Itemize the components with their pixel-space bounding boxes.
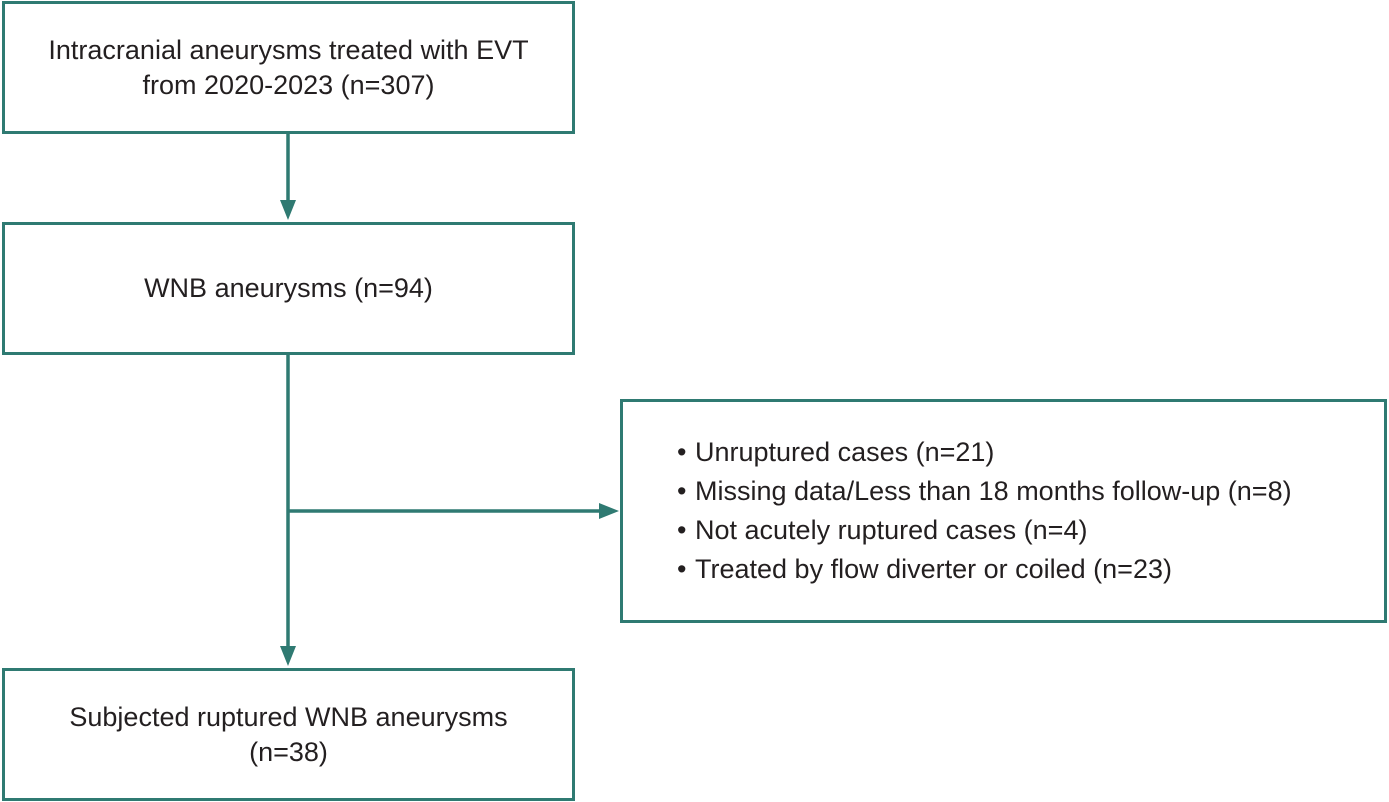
exclusion-item-text: Missing data/Less than 18 months follow-… xyxy=(695,476,1292,506)
exclusion-item: • Treated by flow diverter or coiled (n=2… xyxy=(677,550,1292,589)
arrow-to-exclusion-head xyxy=(599,503,619,519)
exclusion-item-text: Treated by flow diverter or coiled (n=23… xyxy=(695,554,1172,584)
box-initial-population-line2: from 2020-2023 (n=307) xyxy=(142,69,435,100)
arrow-top-to-middle-head xyxy=(280,200,296,220)
bullet-icon: • xyxy=(677,437,687,467)
bullet-icon: • xyxy=(677,476,687,506)
box-final-population-line2: (n=38) xyxy=(249,736,328,767)
box-wnb-aneurysms-text: WNB aneurysms (n=94) xyxy=(144,273,433,303)
exclusion-item: • Not acutely ruptured cases (n=4) xyxy=(677,511,1292,550)
exclusion-item: • Unruptured cases (n=21) xyxy=(677,433,1292,472)
exclusion-item: • Missing data/Less than 18 months follow… xyxy=(677,472,1292,511)
box-final-population: Subjected ruptured WNB aneurysms (n=38) xyxy=(2,668,575,801)
exclusion-list: • Unruptured cases (n=21) • Missing data/L… xyxy=(677,433,1292,589)
box-initial-population: Intracranial aneurysms treated with EVT … xyxy=(2,1,575,134)
bullet-icon: • xyxy=(677,515,687,545)
exclusion-item-text: Not acutely ruptured cases (n=4) xyxy=(695,515,1088,545)
exclusion-item-text: Unruptured cases (n=21) xyxy=(695,437,995,467)
box-initial-population-line1: Intracranial aneurysms treated with EVT xyxy=(48,34,529,65)
bullet-icon: • xyxy=(677,554,687,584)
arrow-middle-to-bottom-head xyxy=(280,646,296,666)
box-final-population-line1: Subjected ruptured WNB aneurysms xyxy=(69,701,508,732)
box-exclusion-criteria: • Unruptured cases (n=21) • Missing data/L… xyxy=(620,399,1387,623)
box-wnb-aneurysms: WNB aneurysms (n=94) xyxy=(2,222,575,355)
